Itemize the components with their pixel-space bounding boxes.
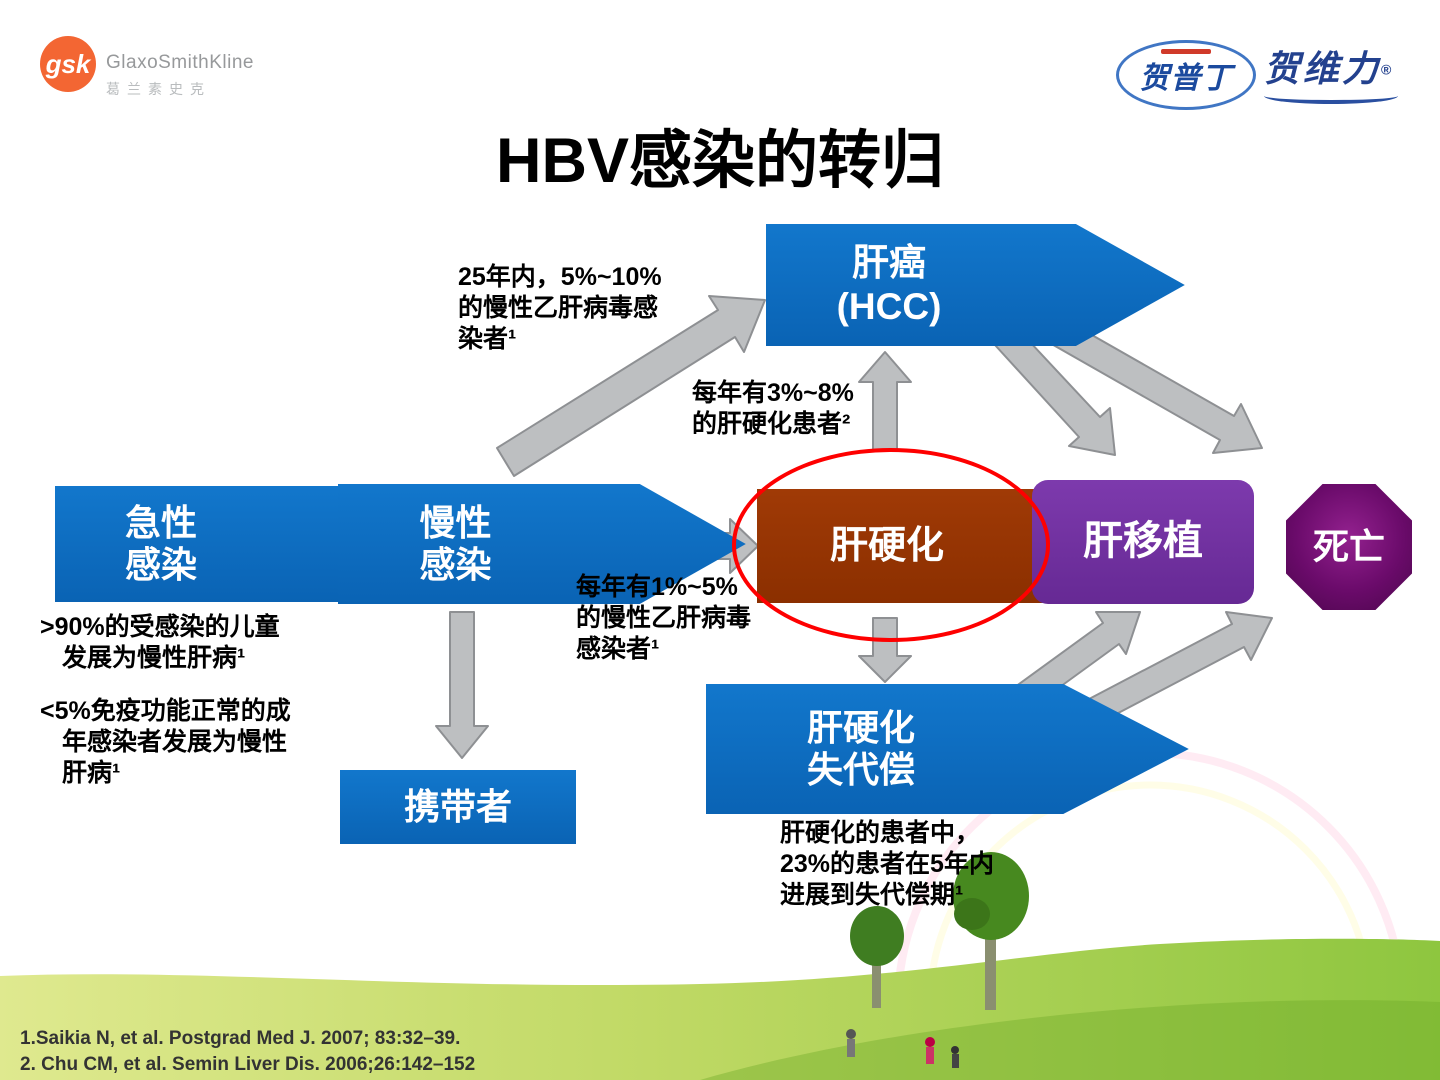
note-adults-progression: <5%免疫功能正常的成 年感染者发展为慢性 肝病¹ [40,696,291,789]
registered-mark: ® [1381,61,1392,78]
grass-hill [0,938,1440,1080]
note-line: 的慢性乙肝病毒感 [458,294,659,322]
highlight-ellipse [732,448,1050,642]
note-line: 肝病¹ [62,759,121,787]
heptodin-brand-logo: 贺普丁 [1116,40,1256,110]
node-label: 慢性 [419,501,492,543]
note-children-progression: >90%的受感染的儿童 发展为慢性肝病¹ [40,612,280,674]
people-figures-icon [846,1029,959,1068]
node-label: 失代偿 [806,749,915,790]
reference-line: 2. Chu CM, et al. Semin Liver Dis. 2006;… [20,1053,476,1075]
gsk-company-name-cn: 葛兰素史克 [106,81,211,97]
node-carrier: 携带者 [340,770,576,844]
note-line: 染者¹ [458,325,517,353]
node-label: 肝移植 [1083,519,1203,564]
note-line: 发展为慢性肝病¹ [62,644,246,672]
gsk-logo: gsk GlaxoSmithKline 葛兰素史克 [40,36,254,99]
note-line: 的慢性乙肝病毒 [576,604,752,632]
arrow-chronic-to-carrier [435,611,489,759]
node-label: 死亡 [1312,525,1385,567]
heptodin-brand-text: 贺普丁 [1139,62,1233,95]
node-label: 感染 [419,544,492,585]
node-label: 急性 [124,501,197,543]
grass-hill-shade [700,1000,1440,1080]
arrow-chronic-to-hcc [496,295,766,477]
note-decompensation-rate: 肝硬化的患者中， 23%的患者在5年内 进展到失代偿期¹ [780,818,994,911]
tree-large-icon [953,852,1029,1010]
note-line: 每年有3%~8% [692,379,854,407]
node-label: 携带者 [403,785,512,827]
note-chronic-to-cirrhosis-rate: 每年有1%~5% 的慢性乙肝病毒 感染者¹ [576,572,751,665]
arrow-cirrhosis-to-hcc [858,351,912,451]
gsk-logo-caption: GlaxoSmithKline 葛兰素史克 [106,36,254,99]
note-line: <5%免疫功能正常的成 [40,697,291,725]
slide-title: HBV感染的转归 [495,126,944,196]
node-liver-transplant: 肝移植 [1032,480,1254,604]
gsk-logo-text: gsk [45,48,91,79]
note-chronic-to-hcc-rate: 25年内，5%~10% 的慢性乙肝病毒感 染者¹ [458,262,662,355]
swoosh-underline-icon [1264,88,1398,104]
tree-small-icon [850,906,904,1008]
note-line: 年感染者发展为慢性 [62,728,288,756]
node-label: 肝癌 [852,242,926,284]
node-death: 死亡 [1286,484,1412,610]
references: 1.Saikia N, et al. Postgrad Med J. 2007;… [20,1026,475,1077]
note-line: >90%的受感染的儿童 [40,613,280,641]
note-line: 的肝硬化患者² [692,410,851,438]
reference-line: 1.Saikia N, et al. Postgrad Med J. 2007;… [20,1028,461,1049]
hepsera-brand-logo: 贺维力® [1264,40,1398,104]
hepsera-brand-text: 贺维力 [1264,48,1382,89]
note-cirrhosis-to-hcc-rate: 每年有3%~8% 的肝硬化患者² [692,378,854,440]
note-line: 感染者¹ [576,635,660,663]
node-label: 感染 [124,544,197,585]
note-line: 25年内，5%~10% [458,263,662,291]
note-line: 23%的患者在5年内 [780,850,994,878]
note-line: 肝硬化的患者中， [780,819,981,847]
gsk-logo-icon: gsk [40,36,96,92]
note-line: 进展到失代偿期¹ [780,881,964,909]
node-label: 肝硬化 [806,706,915,748]
gsk-company-name: GlaxoSmithKline [106,52,254,73]
note-line: 每年有1%~5% [576,573,738,601]
node-label: (HCC) [836,286,942,327]
